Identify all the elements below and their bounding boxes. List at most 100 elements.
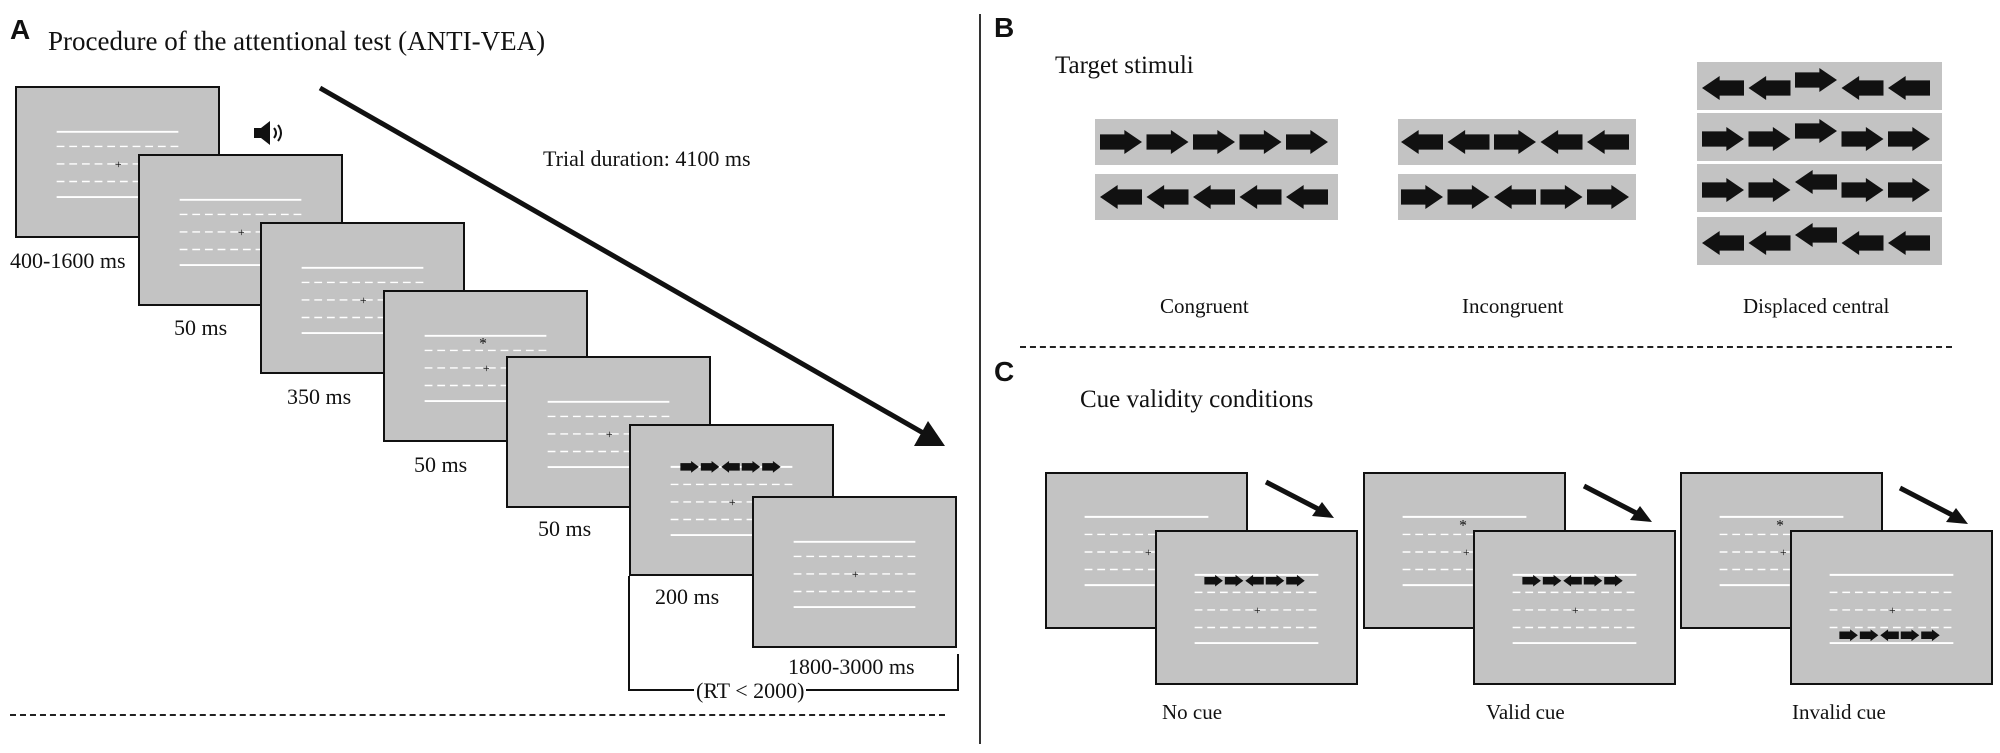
right-arrow-icon xyxy=(1888,127,1930,151)
left-arrow-icon xyxy=(1563,574,1582,587)
left-arrow-icon xyxy=(1795,170,1837,194)
svg-text:+: + xyxy=(1463,546,1470,559)
left-arrow-icon xyxy=(1888,231,1930,255)
svg-text:+: + xyxy=(483,362,490,375)
right-arrow-icon xyxy=(1841,127,1884,151)
svg-text:+: + xyxy=(1254,604,1261,617)
left-arrow-icon xyxy=(1748,231,1791,255)
right-arrow-icon xyxy=(1265,574,1285,587)
svg-text:+: + xyxy=(115,158,122,171)
duration-label-fixation: 400-1600 ms xyxy=(10,248,126,273)
nocue-arrow-icon xyxy=(1264,479,1334,518)
left-arrow-icon xyxy=(1193,185,1235,209)
left-arrow-icon xyxy=(1494,185,1536,209)
left-arrow-icon xyxy=(1447,130,1490,154)
incongruent-strip-2 xyxy=(1398,174,1636,220)
panel-a-divider xyxy=(10,714,945,716)
panel-c-letter: C xyxy=(994,356,1015,387)
duration-label-target: 200 ms xyxy=(655,584,720,609)
panel-b-title: Target stimuli xyxy=(1055,52,1194,79)
congruent-strip-right xyxy=(1095,119,1338,165)
nocue-front-lines: + xyxy=(1194,573,1319,645)
right-arrow-icon xyxy=(1888,178,1930,202)
right-arrow-icon xyxy=(1841,178,1884,202)
right-arrow-icon xyxy=(1839,629,1858,642)
svg-text:+: + xyxy=(1572,604,1579,617)
left-arrow-icon xyxy=(1880,629,1899,642)
svg-text:*: * xyxy=(1459,518,1467,535)
rt-note: (RT < 2000) xyxy=(694,678,807,704)
panel-separator xyxy=(979,14,981,744)
panel-a-title: Procedure of the attentional test (ANTI-… xyxy=(48,26,546,56)
left-arrow-icon xyxy=(1702,76,1744,100)
right-arrow-icon xyxy=(1587,185,1629,209)
incongruent-strip-1 xyxy=(1398,119,1636,165)
right-arrow-icon xyxy=(1748,178,1791,202)
duration-label-response: 1800-3000 ms xyxy=(788,654,915,679)
screen-response: + xyxy=(752,496,957,648)
right-arrow-icon xyxy=(1146,130,1189,154)
right-arrow-icon xyxy=(1921,629,1940,642)
right-arrow-icon xyxy=(1522,574,1541,587)
left-arrow-icon xyxy=(1841,76,1884,100)
label-valid-cue: Valid cue xyxy=(1486,700,1565,724)
displaced-strip-4 xyxy=(1697,217,1942,265)
right-arrow-icon xyxy=(1604,574,1623,587)
invalidcue-arrow-icon xyxy=(1898,485,1968,524)
right-arrow-icon xyxy=(1540,185,1583,209)
left-arrow-icon xyxy=(1702,231,1744,255)
displaced-strip-1 xyxy=(1697,62,1942,110)
duration-label-pre-target: 50 ms xyxy=(538,516,592,541)
displaced-strip-3 xyxy=(1697,164,1942,212)
right-arrow-icon xyxy=(1286,574,1305,587)
speaker-icon xyxy=(254,121,282,145)
validcue-arrow-icon xyxy=(1582,483,1652,522)
left-arrow-icon xyxy=(1245,574,1264,587)
right-arrow-icon xyxy=(1100,130,1142,154)
panel-b-divider xyxy=(1020,346,1952,348)
right-arrow-icon xyxy=(1542,574,1562,587)
panel-b-letter: B xyxy=(994,12,1015,43)
duration-label-interval: 350 ms xyxy=(287,384,352,409)
right-arrow-icon xyxy=(1748,127,1791,151)
right-arrow-icon xyxy=(1193,130,1235,154)
left-arrow-icon xyxy=(1540,130,1583,154)
trial-timeline-arrow xyxy=(318,85,945,446)
panel-a-letter: A xyxy=(10,14,31,45)
left-arrow-icon xyxy=(1587,130,1629,154)
validcue-front-lines: + xyxy=(1512,573,1637,645)
validcue-screen-front: + xyxy=(1473,530,1676,685)
duration-label-auditory: 50 ms xyxy=(174,315,228,340)
invalidcue-screen-front: + xyxy=(1790,530,1993,685)
right-arrow-icon xyxy=(1900,629,1920,642)
nocue-screen-front: + xyxy=(1155,530,1358,685)
left-arrow-icon xyxy=(1286,185,1328,209)
right-arrow-icon xyxy=(1224,574,1244,587)
right-arrow-icon xyxy=(1239,130,1282,154)
right-arrow-icon xyxy=(1583,574,1603,587)
invalidcue-front-lines: + xyxy=(1829,573,1954,645)
right-arrow-icon xyxy=(700,461,720,473)
left-arrow-icon xyxy=(1100,185,1142,209)
right-arrow-icon xyxy=(1795,119,1837,143)
svg-text:+: + xyxy=(852,568,859,581)
svg-text:+: + xyxy=(1145,546,1152,559)
right-arrow-icon xyxy=(762,461,781,473)
svg-text:*: * xyxy=(479,335,487,352)
right-arrow-icon xyxy=(680,461,699,473)
left-arrow-icon xyxy=(1841,231,1884,255)
left-arrow-icon xyxy=(1888,76,1930,100)
right-arrow-icon xyxy=(1204,574,1223,587)
trial-duration-label: Trial duration: 4100 ms xyxy=(543,146,751,171)
screen-response-lines: + xyxy=(793,540,916,609)
right-arrow-icon xyxy=(1401,185,1443,209)
panel-c-title: Cue validity conditions xyxy=(1080,386,1314,413)
left-arrow-icon xyxy=(1401,130,1443,154)
label-invalid-cue: Invalid cue xyxy=(1792,700,1886,724)
svg-text:+: + xyxy=(1889,604,1896,617)
svg-text:+: + xyxy=(1780,546,1787,559)
svg-text:+: + xyxy=(606,428,613,441)
svg-text:*: * xyxy=(1776,518,1784,535)
svg-text:+: + xyxy=(729,496,736,509)
right-arrow-icon xyxy=(1702,127,1744,151)
